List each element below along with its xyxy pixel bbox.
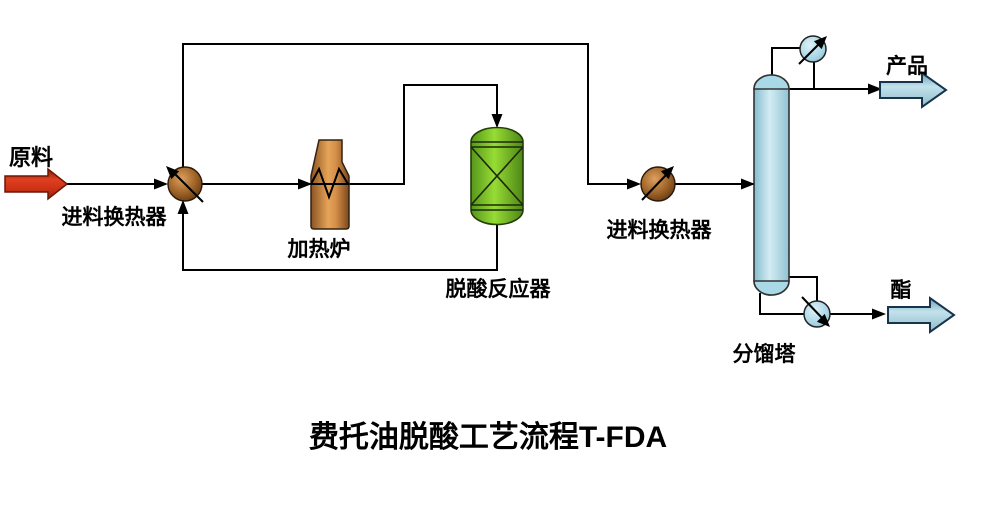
reactor-label: 脱酸反应器 [446, 277, 552, 301]
bottoms-cooler-arrowhead [816, 313, 830, 327]
arrowhead-into-furnace [298, 178, 312, 190]
furnace-label: 加热炉 [287, 237, 351, 261]
column-top-riser-line [771, 47, 801, 76]
feed-exchanger-2 [640, 166, 676, 202]
ester-label: 酯 [891, 279, 912, 302]
column-side-line [789, 276, 818, 302]
furnace-coil-zigzag [310, 166, 349, 200]
feed-exchanger-1 [166, 166, 204, 203]
arrowhead-product-line [868, 83, 882, 95]
overhead-cooler-diagonal [798, 43, 820, 65]
exchanger2-diagonal [641, 173, 668, 201]
arrowhead-recycle-up [177, 200, 189, 214]
reactor [470, 126, 524, 226]
ester-arrow [887, 296, 956, 334]
overhead-cooler-arrowhead [813, 36, 827, 50]
arrowhead-ester-line [872, 308, 886, 320]
arrowhead-into-exchanger1 [154, 178, 168, 190]
arrowhead-into-exchanger2 [627, 178, 641, 190]
column-bottom-line [759, 293, 805, 315]
furnace [310, 139, 350, 230]
feed-exchanger-1-label: 进料换热器 [62, 205, 168, 229]
diagram-title: 费托油脱酸工艺流程T-FDA [309, 421, 667, 454]
column-bottom-dome [753, 280, 790, 296]
feed-label: 原料 [9, 145, 53, 170]
reactor-x-pack [470, 146, 524, 206]
arrowhead-into-reactor [491, 114, 503, 128]
reactor-recycle-line [182, 202, 498, 271]
exchanger2-diagonal-arrowhead [660, 166, 674, 180]
feed-arrow [4, 167, 69, 201]
exchanger1-to-furnace-to-reactor-line [202, 84, 498, 185]
column-top-dome [753, 74, 790, 90]
overhead-cooler [798, 35, 827, 65]
exchanger1-diagonal [172, 171, 204, 203]
hot-loop-line [182, 43, 630, 185]
arrowhead-into-column [741, 178, 755, 190]
product-label: 产品 [886, 54, 928, 78]
product-arrow [879, 71, 948, 109]
column-label: 分馏塔 [733, 342, 797, 366]
fractionation-column [753, 74, 790, 296]
bottoms-cooler-diagonal [801, 296, 824, 320]
feed-exchanger-2-label: 进料换热器 [607, 218, 713, 242]
bottoms-cooler [801, 296, 831, 328]
exchanger1-diagonal-arrowhead [166, 166, 180, 180]
